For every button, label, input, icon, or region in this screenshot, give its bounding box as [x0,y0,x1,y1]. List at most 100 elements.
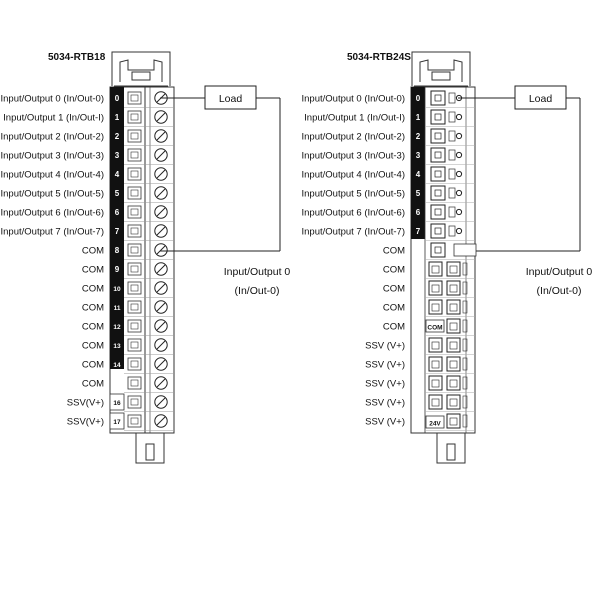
rtb24s-push-in-terminal [446,337,461,353]
rtb18-wire-entry [127,148,142,162]
rtb24s-terminal-label: COM [383,246,405,257]
rtb24s-terminal-number: 3 [416,151,421,160]
rtb18-terminal-number: 17 [113,419,121,426]
rtb18-terminal-row: Input/Output 0 (In/Out-0)0 [1,91,174,108]
rtb24s-push-in-terminal [428,337,443,353]
rtb18-terminal-row: Input/Output 1 (In/Out-I) 1 [3,110,174,127]
rtb24s-com-tag: COM [427,325,442,332]
rtb24s-terminal-label: COM [383,303,405,314]
rtb24s-push-in-terminal [446,318,461,334]
rtb18-terminal-row: Input/Output 7 (In/Out-7) 7 [1,224,174,241]
rtb24s-terminal-label: SSV (V+) [365,417,405,428]
rtb24s-terminal-label: SSV (V+) [365,379,405,390]
rtb18-terminal-row: Input/Output 6 (In/Out-6)6 [1,205,174,222]
rtb24s-push-in-terminal [428,375,443,391]
rtb24s-terminal-label: Input/Output 4 (In/Out-4) [302,170,406,181]
rtb18-load-box [204,85,257,110]
rtb18-callout-sub: (In/Out-0) [235,285,280,297]
rtb24s-com-connector [453,243,477,257]
rtb18-terminal-number: 9 [115,265,120,274]
rtb24s-release-dot [455,208,463,216]
rtb24s-terminal-number: 5 [416,189,421,198]
rtb18-terminal-row: SSV(V+)16 [67,393,174,412]
rtb18-top-latch [111,51,171,87]
rtb18-terminal-number: 2 [115,132,120,141]
rtb24s-terminal-label: Input/Output 2 (In/Out-2) [302,132,406,143]
rtb18-wire-entry [127,338,142,352]
rtb18-terminal-number: 8 [115,246,120,255]
rtb18-terminal-label: SSV(V+) [67,398,104,409]
rtb24s-terminal-row: SSV (V+) [365,413,475,431]
rtb24s-push-in-terminal [428,356,443,372]
rtb24s-terminal-row: SSV (V+) [365,337,475,355]
rtb24s-terminal-label: Input/Output 3 (In/Out-3) [302,151,406,162]
rtb24s-terminal-row: COM [383,242,475,260]
rtb18-wire-entry [127,376,142,390]
rtb18-terminal-row: Input/Output 2 (In/Out-2) 2 [1,129,174,146]
rtb24s-terminal-row: SSV (V+) [365,394,475,412]
rtb24s-terminal-label: Input/Output 5 (In/Out-5) [302,189,406,200]
rtb18-wire-entry [127,395,142,409]
rtb18-terminal-label: Input/Output 0 (In/Out-0) [1,94,105,105]
rtb24s-terminal-label: Input/Output 7 (In/Out-7) [302,227,406,238]
rtb24s-terminal-label: COM [383,322,405,333]
rtb24s-terminal-label: SSV (V+) [365,341,405,352]
rtb18-wire-entry [127,91,142,105]
rtb24s-terminal-number: 2 [416,132,421,141]
rtb24s-push-in-terminal [430,185,446,201]
rtb18-terminal-number: 4 [115,170,120,179]
rtb24s-push-in-terminal [446,261,461,277]
rtb24s-push-in-terminal [430,223,446,239]
rtb24s-push-in-terminal [446,375,461,391]
rtb24s-terminal-label: SSV (V+) [365,360,405,371]
rtb24s-push-in-terminal [446,356,461,372]
rtb24s-terminal-row: COM [383,299,475,317]
rtb24s-push-in-terminal [446,280,461,296]
rtb18-terminal-number: 15 [113,381,121,388]
rtb18-wire-entry [127,357,142,371]
rtb18-terminal-number: 3 [115,151,120,160]
rtb24s-push-in-terminal [446,413,461,429]
rtb24s-block: 5034-RTB24S Input/Output 0 (In/Out-0)0In… [302,51,593,464]
rtb18-terminal-label: Input/Output 2 (In/Out-2) [1,132,105,143]
rtb24s-callout-label: Input/Output 0 [526,266,593,278]
rtb18-terminal-label: Input/Output 7 (In/Out-7) [1,227,105,238]
rtb18-terminal-row: COM 13 [82,338,174,355]
rtb24s-terminal-label: Input/Output 0 (In/Out-0) [302,94,406,105]
rtb24s-push-in-terminal [430,166,446,182]
rtb18-terminal-number: 5 [115,189,120,198]
rtb24s-load-label: Load [529,93,553,105]
rtb24s-load-wiring [458,97,581,252]
rtb24s-load-box [514,85,567,110]
rtb18-wire-entry [127,281,142,295]
rtb24s-terminal-number: 4 [416,170,421,179]
rtb24s-terminal-label: COM [383,284,405,295]
rtb18-terminal-number: 11 [114,305,121,312]
rtb18-load-label: Load [219,93,243,105]
rtb24s-terminal-label: Input/Output 1 (In/Out-I) [304,113,405,124]
rtb18-terminal-row: Input/Output 3 (In/Out-3) 3 [1,148,174,165]
rtb18-terminal-number: 13 [113,343,121,350]
rtb18-wire-entry [127,300,142,314]
rtb24s-terminal-row: Input/Output 6 (In/Out-6)6 [302,204,475,222]
rtb18-terminal-number: 7 [115,227,120,236]
rtb18-terminal-label: Input/Output 6 (In/Out-6) [1,208,105,219]
rtb24s-release-dot [455,151,463,159]
rtb24s-release-dot [455,227,463,235]
rtb24s-terminal-number: 0 [416,94,421,103]
rtb24s-number-strip [411,87,425,239]
rtb24s-release-dot [455,132,463,140]
rtb18-terminal-label: Input/Output 3 (In/Out-3) [1,151,105,162]
rtb24s-release-dot [455,113,463,121]
rtb18-terminal-label: COM [82,341,104,352]
rtb18-terminal-label: Input/Output 1 (In/Out-I) [3,113,104,124]
rtb18-load-wiring [160,97,281,252]
rtb18-terminal-number: 1 [115,113,120,122]
rtb24s-push-in-terminal [430,204,446,220]
rtb18-terminal-label: COM [82,303,104,314]
rtb18-wire-entry [127,186,142,200]
